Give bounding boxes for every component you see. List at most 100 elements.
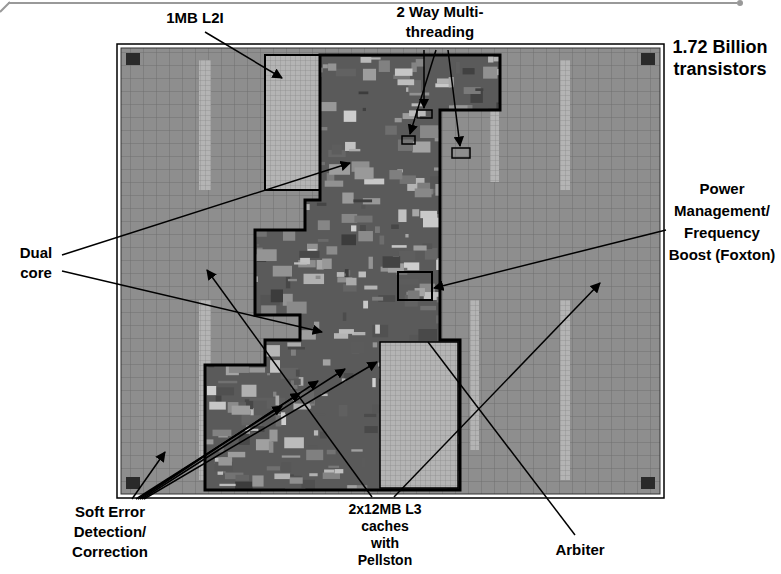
logic-cell — [470, 375, 482, 379]
logic-cell — [369, 257, 373, 269]
logic-cell — [405, 234, 408, 237]
core-outline — [205, 55, 500, 490]
logic-cell — [466, 357, 481, 366]
logic-cell — [209, 76, 218, 85]
logic-cell — [295, 330, 316, 339]
logic-cell — [294, 262, 307, 264]
logic-cell — [227, 269, 230, 277]
logic-cell — [318, 220, 330, 230]
logic-cell — [483, 124, 486, 130]
logic-cell — [323, 359, 331, 365]
part-label: 2x12MB L3 caches with Pellston — [347, 501, 423, 569]
logic-cell — [475, 245, 480, 253]
logic-cell — [436, 258, 451, 270]
logic-cell — [232, 134, 237, 139]
logic-cell — [347, 485, 356, 488]
logic-cell — [449, 322, 466, 329]
logic-cell — [325, 181, 344, 187]
logic-cell — [448, 269, 458, 273]
logic-cell — [256, 249, 277, 261]
logic-cell — [463, 68, 475, 74]
leader-line — [423, 50, 425, 108]
pad — [641, 477, 655, 489]
logic-cell — [472, 136, 476, 141]
leader-line — [410, 50, 436, 134]
logic-cell — [218, 472, 223, 475]
logic-cell — [469, 362, 474, 373]
logic-cell — [209, 402, 226, 410]
logic-cell — [497, 401, 514, 406]
logic-cell — [451, 243, 457, 247]
logic-cell — [436, 315, 450, 323]
logic-cell — [224, 174, 237, 183]
logic-cell — [260, 330, 272, 338]
logic-cell — [213, 152, 225, 157]
logic-cell — [379, 60, 390, 72]
logic-cell — [276, 195, 294, 204]
logic-cell — [284, 196, 302, 207]
logic-cell — [472, 123, 491, 127]
logic-cell — [462, 213, 474, 217]
logic-cell — [466, 217, 473, 220]
logic-cell — [228, 359, 241, 363]
logic-cell — [217, 135, 221, 142]
logic-cell — [343, 312, 346, 320]
logic-cell — [208, 297, 227, 308]
logic-cell — [273, 266, 292, 277]
logic-cell — [483, 286, 503, 291]
logic-cell — [413, 245, 426, 250]
logic-cell — [244, 108, 249, 118]
logic-cell — [217, 267, 233, 276]
logic-cell — [270, 360, 280, 373]
part-label: Power Management/ Frequency Boost (Foxto… — [665, 178, 780, 266]
logic-cell — [212, 71, 228, 82]
logic-texture — [206, 56, 517, 501]
logic-cell — [230, 219, 247, 222]
logic-cell — [363, 301, 368, 309]
logic-cell — [457, 228, 469, 236]
logic-cell — [267, 373, 270, 375]
logic-cell — [486, 207, 496, 216]
logic-cell — [453, 256, 466, 264]
logic-cell — [439, 308, 457, 311]
logic-cell — [345, 269, 349, 277]
part-label: 2 Way Multi-threading — [365, 2, 515, 42]
leader-line — [205, 32, 282, 78]
logic-cell — [206, 439, 214, 444]
logic-cell — [437, 78, 449, 83]
logic-cell — [486, 143, 498, 155]
logic-cell — [236, 117, 249, 125]
logic-cell — [447, 279, 451, 281]
logic-cell — [227, 111, 242, 121]
leader-line — [434, 230, 666, 288]
logic-cell — [392, 245, 407, 248]
logic-cell — [448, 293, 457, 296]
logic-cell — [249, 368, 265, 373]
logic-cell — [318, 239, 329, 242]
pad — [126, 477, 140, 489]
logic-cell — [476, 434, 487, 441]
logic-cell — [328, 64, 336, 71]
logic-cell — [231, 283, 242, 289]
logic-cell — [337, 272, 344, 277]
logic-cell — [415, 188, 432, 197]
logic-cell — [372, 325, 388, 337]
corner-pads — [126, 53, 655, 489]
strip — [560, 60, 570, 190]
logic-cell — [339, 329, 354, 334]
logic-cell — [355, 167, 374, 179]
logic-cell — [287, 302, 307, 314]
header-rule — [0, 0, 743, 12]
logic-cell — [446, 244, 451, 248]
logic-cell — [213, 430, 232, 437]
logic-cell — [247, 198, 265, 208]
logic-cell — [269, 441, 274, 452]
logic-cell — [491, 465, 510, 472]
part-label: Arbiter — [530, 540, 630, 560]
logic-cell — [209, 333, 224, 339]
logic-cell — [425, 248, 438, 260]
logic-cell — [210, 132, 218, 137]
logic-cell — [476, 352, 481, 360]
